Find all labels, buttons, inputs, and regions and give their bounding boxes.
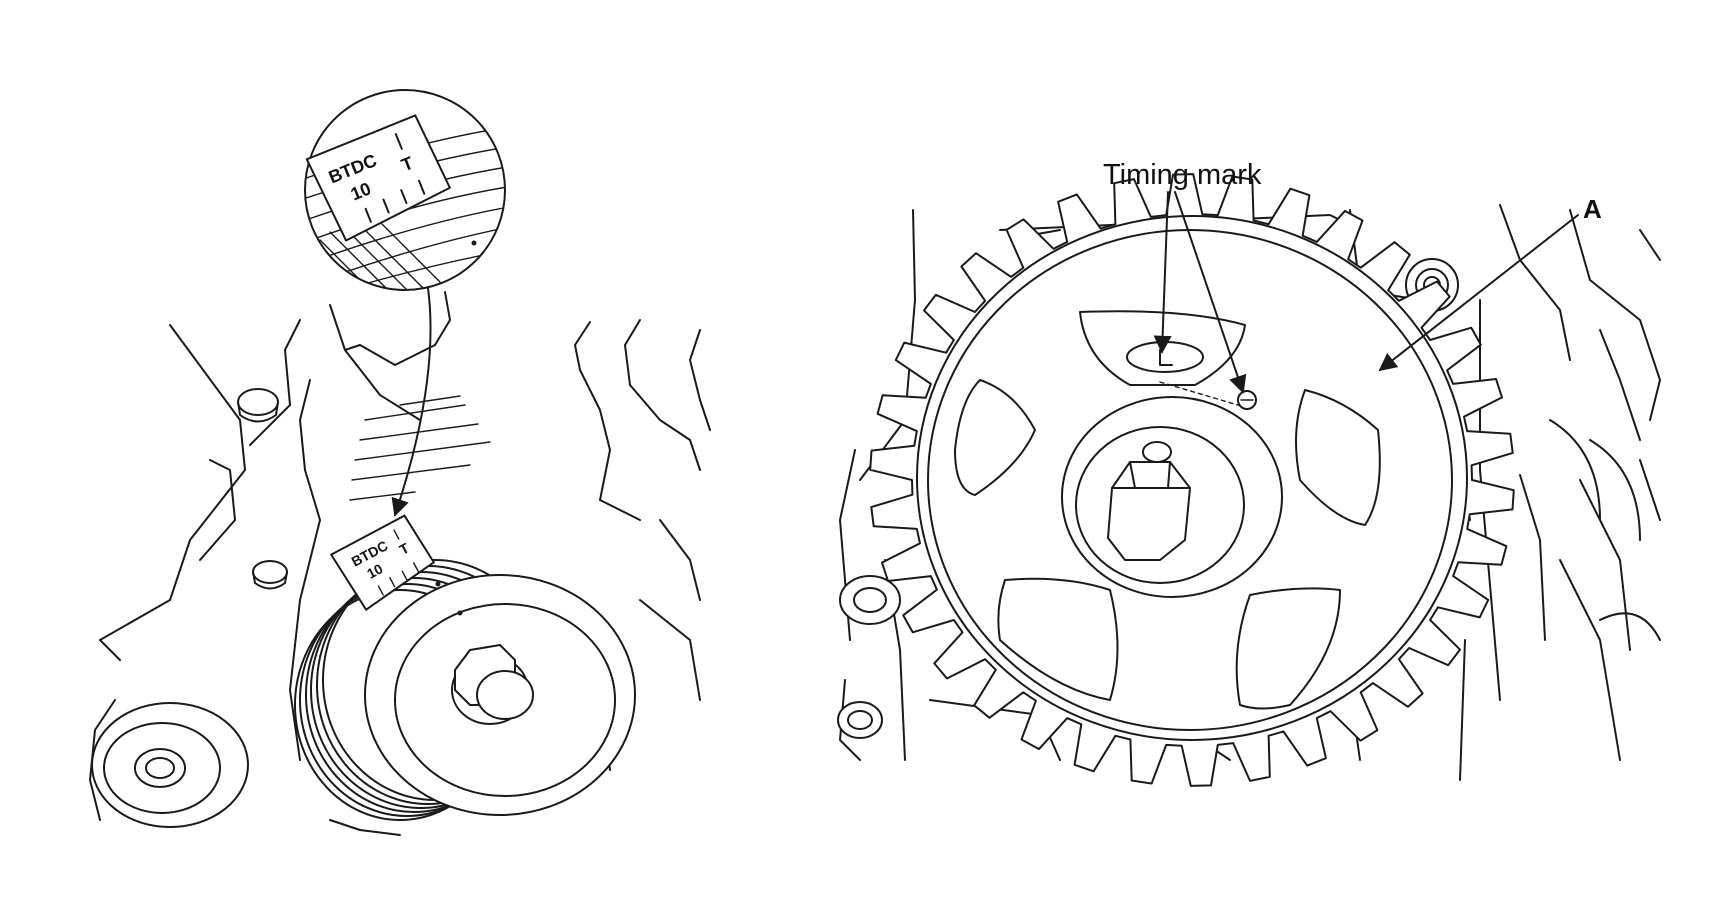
timing-mark-arrow-right <box>1174 191 1247 394</box>
sprocket-window-lower-left <box>997 577 1119 701</box>
crankshaft-pulley <box>294 559 636 821</box>
sprocket-window-lower-right <box>1235 587 1341 710</box>
head-bolt-boss-lower-left <box>837 701 883 739</box>
sprocket-window-left <box>954 379 1036 496</box>
btdc-timing-tag: BTDC 10 T <box>330 514 435 611</box>
right-figure-camshaft-sprocket: Timing mark A <box>837 159 1661 787</box>
part-a-label: A <box>1583 194 1602 224</box>
camshaft-bolt <box>1107 461 1191 561</box>
magnified-detail-callout: BTDC 10 T <box>304 89 506 291</box>
tag-10-text: 10 <box>364 560 385 582</box>
stud-lower <box>252 560 288 590</box>
timing-mark-arrow-left <box>1153 191 1172 354</box>
stud-upper <box>237 388 279 423</box>
idler-pulley <box>91 702 249 828</box>
camshaft-sprocket <box>869 173 1515 787</box>
sprocket-window-right <box>1295 389 1381 526</box>
callout-arrow <box>391 287 432 517</box>
timing-mark-label: Timing mark <box>1103 159 1262 191</box>
head-bolt-boss-left <box>839 575 901 625</box>
cover-hatching <box>349 395 491 501</box>
part-a-arrow <box>1378 214 1579 372</box>
left-figure-crankshaft-pulley: BTDC 10 T <box>89 89 711 836</box>
